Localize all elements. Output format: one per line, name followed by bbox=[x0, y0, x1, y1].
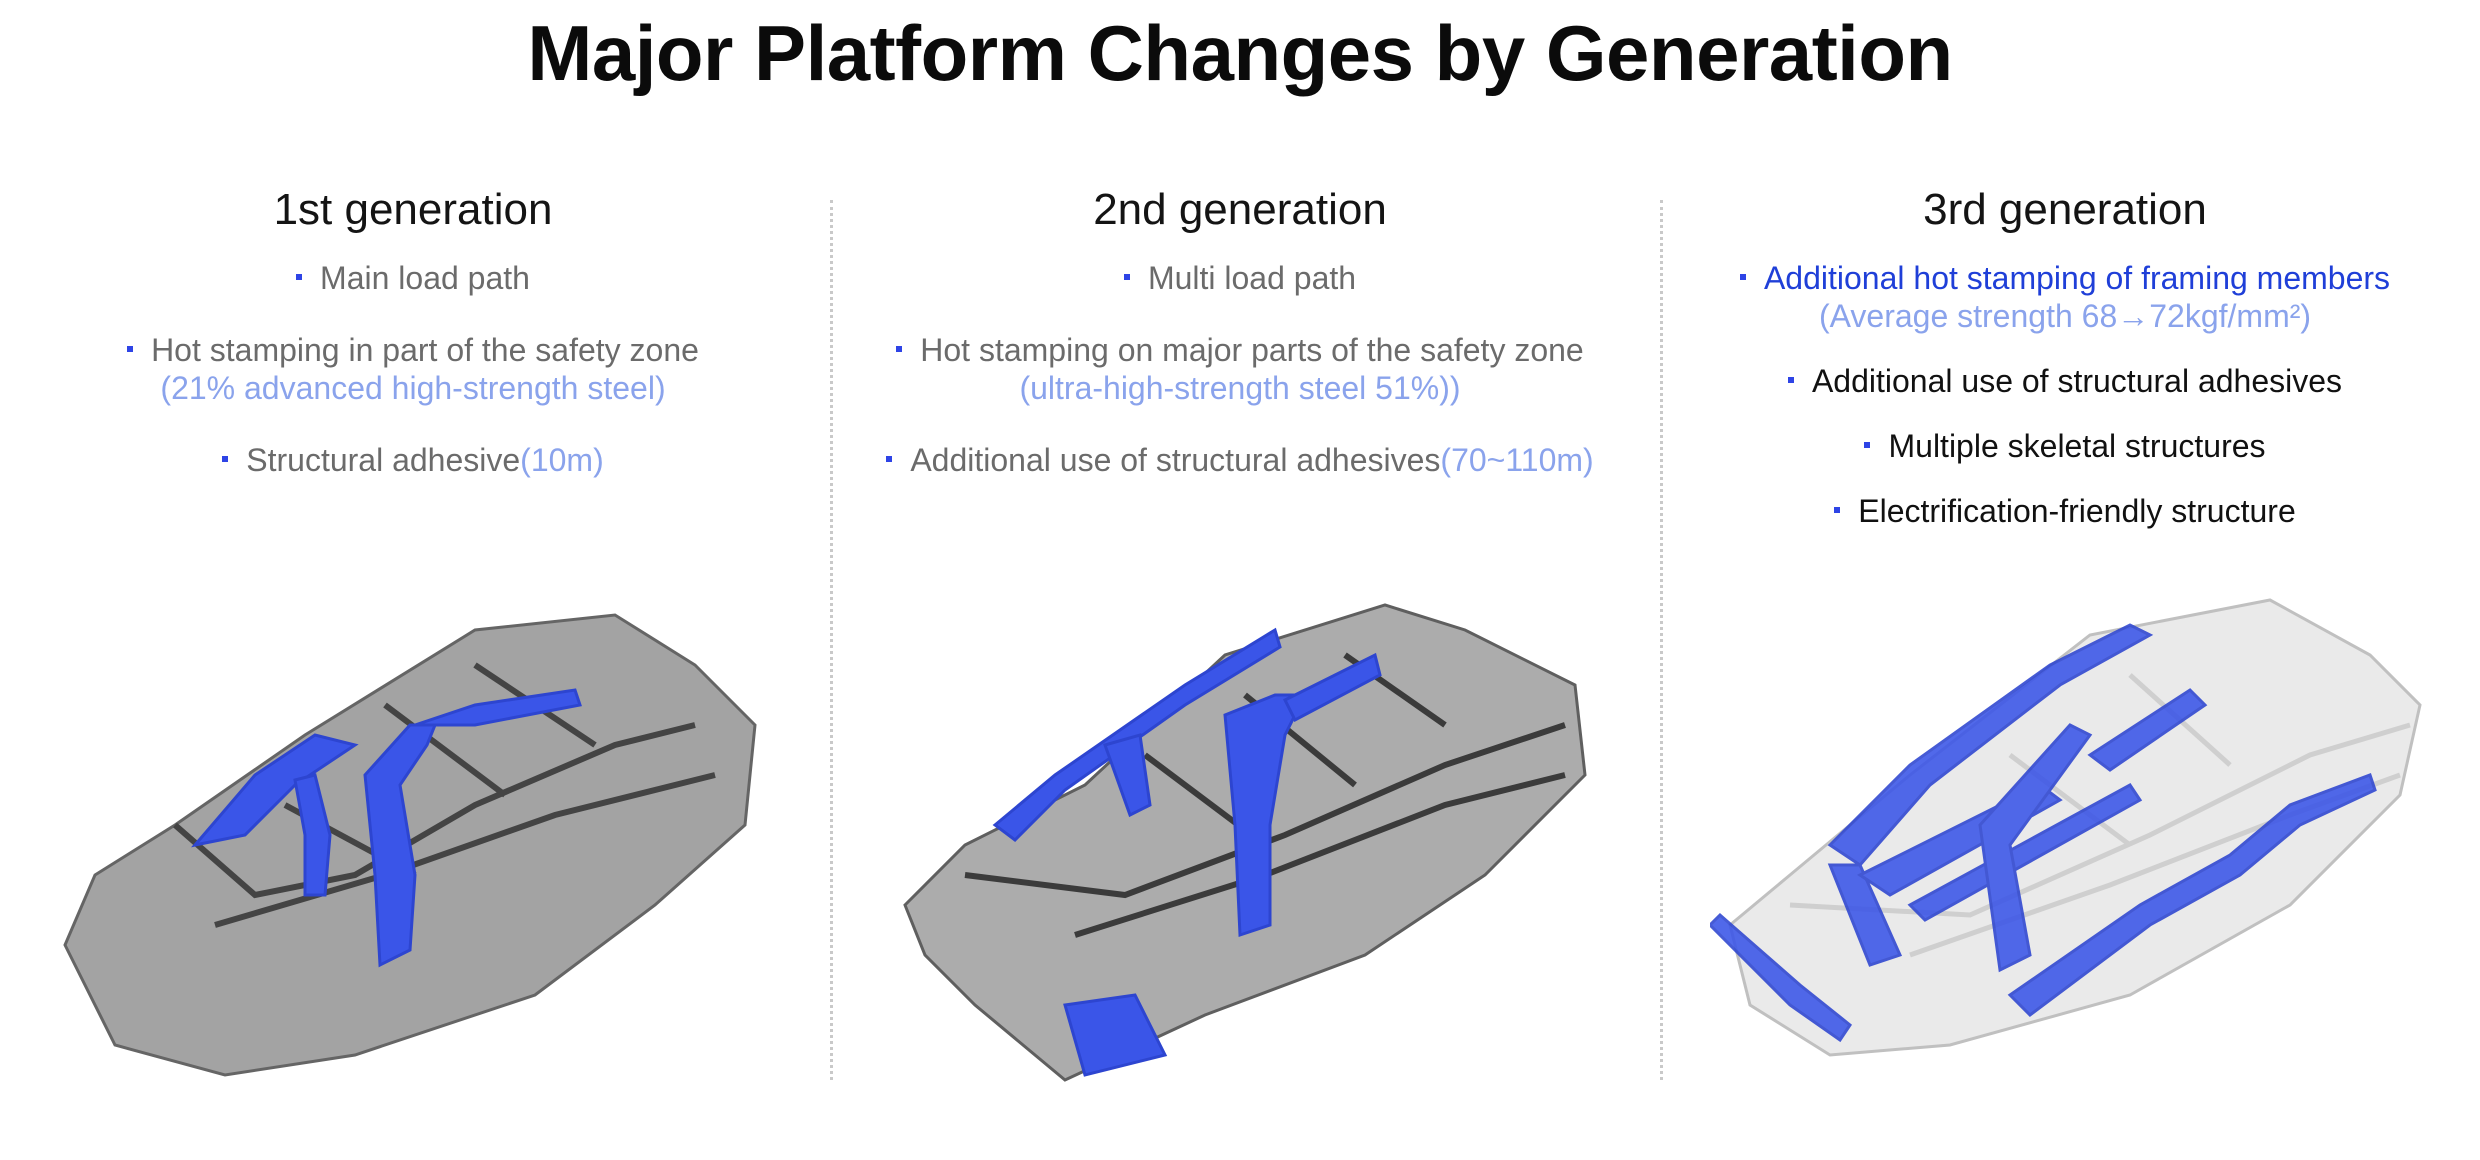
feature-item: Electrification-friendly structure bbox=[1665, 492, 2465, 530]
generation-column-1: 1st generation Main load path Hot stampi… bbox=[13, 185, 813, 1085]
feature-text: Multi load path bbox=[1147, 260, 1357, 296]
column-divider bbox=[830, 200, 833, 1080]
feature-item: Additional hot stamping of framing membe… bbox=[1665, 259, 2465, 335]
feature-item: Additional use of structural adhesives(7… bbox=[840, 441, 1640, 479]
bullet-icon bbox=[1739, 273, 1746, 280]
feature-item: Additional use of structural adhesives bbox=[1665, 362, 2465, 400]
bullet-icon bbox=[222, 455, 229, 462]
car-body-frame-illustration bbox=[903, 603, 1587, 1082]
feature-detail: (Average strength 68→72kgf/mm²) bbox=[1818, 298, 2312, 334]
feature-text: Additional use of structural adhesives bbox=[1811, 363, 2343, 399]
bullet-icon bbox=[1864, 441, 1871, 448]
feature-list: Additional hot stamping of framing membe… bbox=[1665, 259, 2465, 530]
feature-detail: (ultra-high-strength steel 51%)) bbox=[1019, 370, 1461, 406]
feature-detail: (21% advanced high-strength steel) bbox=[160, 370, 666, 406]
column-divider bbox=[1660, 200, 1663, 1080]
generation-column-3: 3rd generation Additional hot stamping o… bbox=[1665, 185, 2465, 1085]
car-body-frame-illustration bbox=[1710, 598, 2422, 1057]
car-body-frame-illustration bbox=[63, 613, 757, 1077]
feature-list: Main load path Hot stamping in part of t… bbox=[13, 259, 813, 479]
feature-text: Multiple skeletal structures bbox=[1888, 428, 2266, 464]
bullet-icon bbox=[886, 455, 893, 462]
feature-text: Hot stamping in part of the safety zone bbox=[151, 332, 699, 368]
page-title: Major Platform Changes by Generation bbox=[527, 9, 1953, 97]
feature-text: Structural adhesive bbox=[246, 442, 521, 478]
generation-title: 3rd generation bbox=[1923, 185, 2207, 234]
bullet-icon bbox=[1123, 273, 1130, 280]
feature-item: Multi load path bbox=[840, 259, 1640, 297]
feature-text: Additional hot stamping of framing membe… bbox=[1763, 260, 2391, 296]
generation-title: 2nd generation bbox=[1093, 185, 1387, 234]
feature-text: Electrification-friendly structure bbox=[1858, 493, 2296, 529]
feature-text: Hot stamping on major parts of the safet… bbox=[920, 332, 1584, 368]
feature-detail: (10m) bbox=[520, 442, 604, 478]
feature-item: Main load path bbox=[13, 259, 813, 297]
feature-list: Multi load path Hot stamping on major pa… bbox=[840, 259, 1640, 479]
feature-text: Main load path bbox=[320, 260, 530, 296]
feature-item: Hot stamping on major parts of the safet… bbox=[840, 331, 1640, 407]
feature-detail: (70~110m) bbox=[1440, 442, 1594, 478]
generation-title: 1st generation bbox=[273, 185, 553, 234]
bullet-icon bbox=[127, 345, 134, 352]
bullet-icon bbox=[296, 273, 303, 280]
feature-text: Additional use of structural adhesives bbox=[910, 442, 1441, 478]
feature-item: Structural adhesive(10m) bbox=[13, 441, 813, 479]
feature-item: Hot stamping in part of the safety zone(… bbox=[13, 331, 813, 407]
bullet-icon bbox=[896, 345, 903, 352]
feature-item: Multiple skeletal structures bbox=[1665, 427, 2465, 465]
bullet-icon bbox=[1834, 506, 1841, 513]
bullet-icon bbox=[1787, 376, 1794, 383]
generation-column-2: 2nd generation Multi load path Hot stamp… bbox=[840, 185, 1640, 1085]
